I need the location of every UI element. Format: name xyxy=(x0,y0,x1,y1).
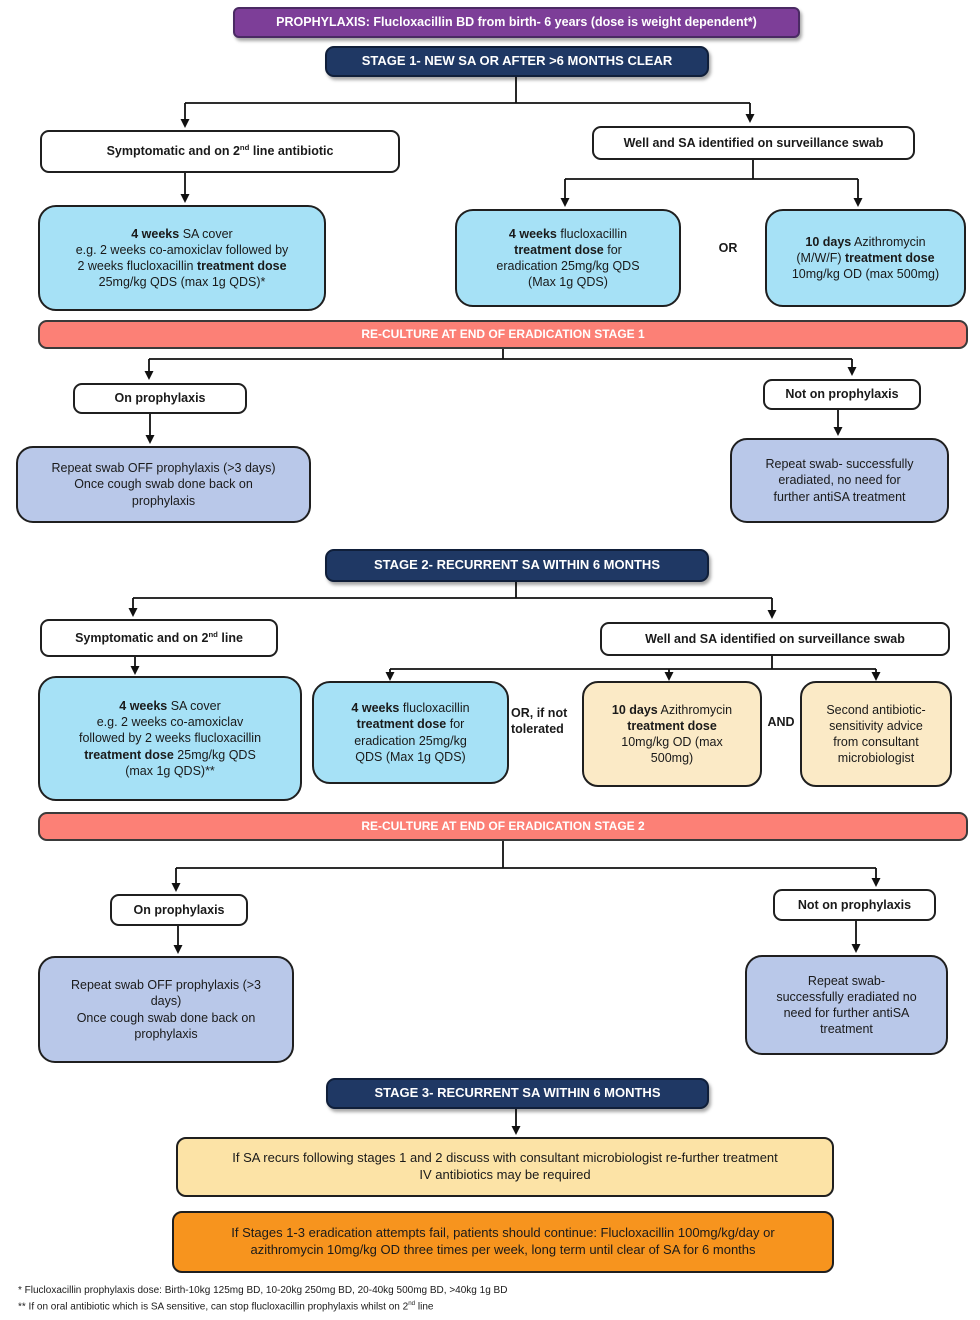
stage1-title: STAGE 1- NEW SA OR AFTER >6 MONTHS CLEAR xyxy=(325,46,709,77)
stage2-on-prophylaxis-label: On prophylaxis xyxy=(110,894,248,926)
footnote-second-line: ** If on oral antibiotic which is SA sen… xyxy=(18,1300,434,1313)
stage2-not-on-prophylaxis-label: Not on prophylaxis xyxy=(773,889,936,921)
stage2-and-label: AND xyxy=(767,715,795,729)
stage1-or-label: OR xyxy=(718,241,738,255)
stage2-well-label: Well and SA identified on surveillance s… xyxy=(600,622,950,656)
stage3-longterm-box: If Stages 1-3 eradication attempts fail,… xyxy=(172,1211,834,1273)
stage3-consult-box: If SA recurs following stages 1 and 2 di… xyxy=(176,1137,834,1197)
stage1-on-prophylaxis-label: On prophylaxis xyxy=(73,383,247,414)
stage1-not-on-prophylaxis-label: Not on prophylaxis xyxy=(763,379,921,410)
prophylaxis-banner: PROPHYLAXIS: Flucloxacillin BD from birt… xyxy=(233,7,800,38)
stage2-symptomatic-label: Symptomatic and on 2nd line xyxy=(40,619,278,657)
stage2-title: STAGE 2- RECURRENT SA WITHIN 6 MONTHS xyxy=(325,549,709,582)
stage1-symptomatic-label: Symptomatic and on 2nd line antibiotic xyxy=(40,130,400,173)
stage1-azithromycin-box: 10 days Azithromycin(M/W/F) treatment do… xyxy=(765,209,966,307)
stage1-well-label: Well and SA identified on surveillance s… xyxy=(592,126,915,160)
footnote-prophylaxis-dose: * Flucloxacillin prophylaxis dose: Birth… xyxy=(18,1285,508,1296)
stage1-reculture-bar: RE-CULTURE AT END OF ERADICATION STAGE 1 xyxy=(38,320,968,349)
stage3-title: STAGE 3- RECURRENT SA WITHIN 6 MONTHS xyxy=(326,1078,709,1109)
stage2-reculture-bar: RE-CULTURE AT END OF ERADICATION STAGE 2 xyxy=(38,812,968,841)
stage1-repeat-off-box: Repeat swab OFF prophylaxis (>3 days)Onc… xyxy=(16,446,311,523)
